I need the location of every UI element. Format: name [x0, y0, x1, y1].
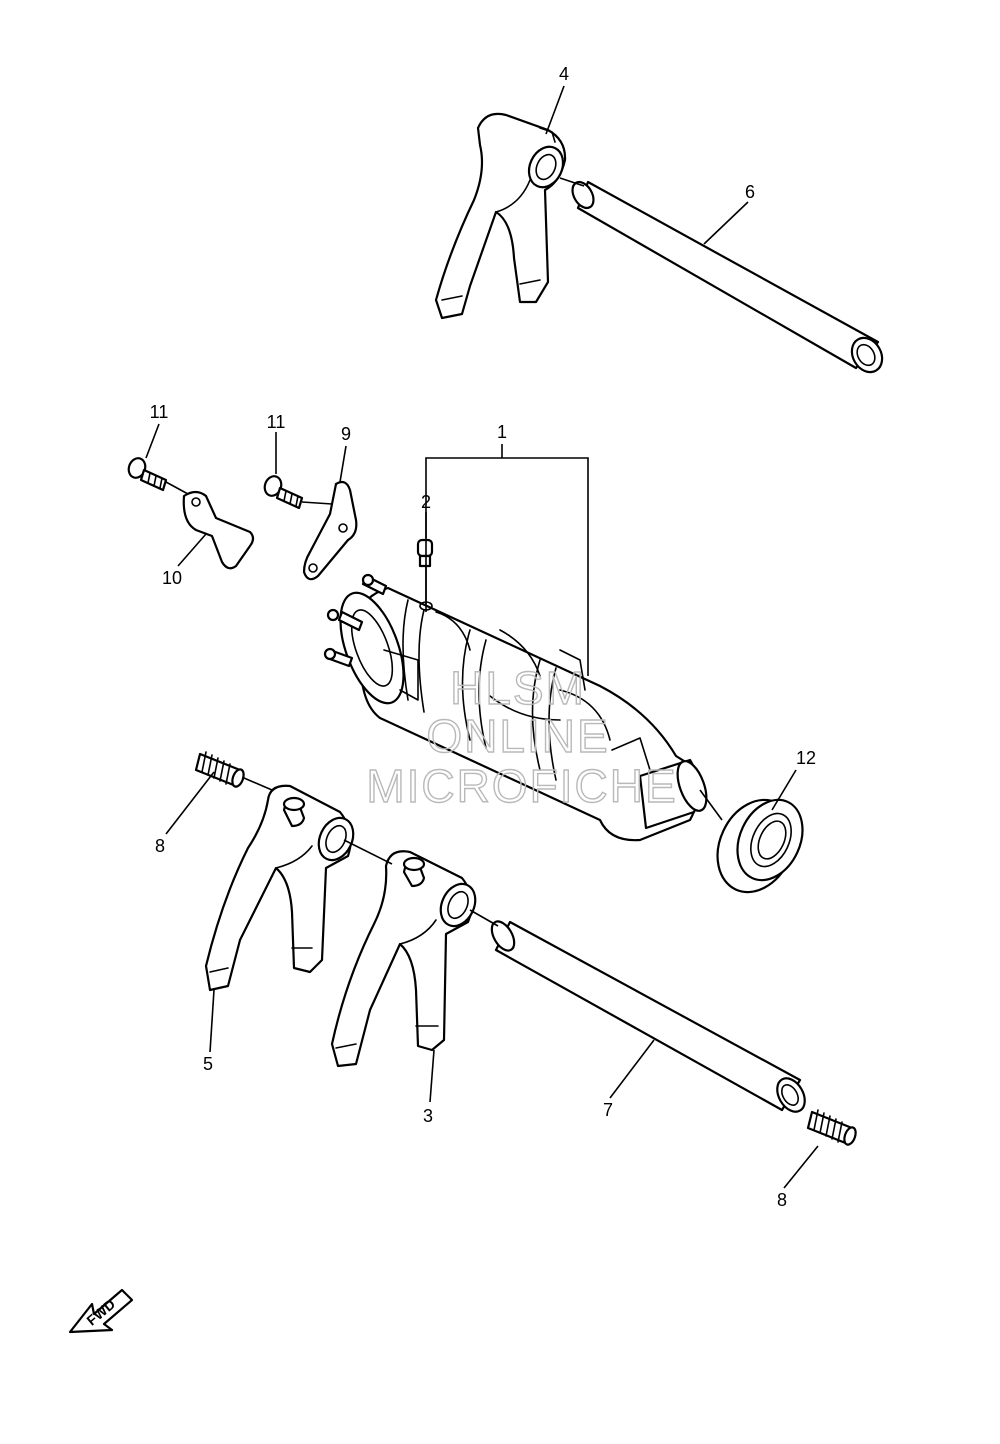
- watermark-line-3: MICROFICHE: [366, 760, 677, 812]
- stopper-plate-9: [302, 480, 358, 581]
- watermark-line-1: HLSM: [450, 662, 586, 714]
- callout-1: 1: [497, 422, 507, 442]
- callout-8-left: 8: [155, 836, 165, 856]
- shift-fork-shaft-upper: [571, 180, 884, 374]
- callout-labels: 4 6 1 2 11 11 9 10 12 8 5 3 7 8: [150, 64, 816, 1210]
- lever-plate-10: [182, 490, 255, 570]
- callout-7: 7: [603, 1100, 613, 1120]
- callout-8-right: 8: [777, 1190, 787, 1210]
- callout-3: 3: [423, 1106, 433, 1126]
- bearing-12: [716, 798, 804, 894]
- callout-5: 5: [203, 1054, 213, 1074]
- shift-fork-5: [204, 784, 355, 992]
- callout-9: 9: [341, 424, 351, 444]
- spring-8-left: [194, 751, 245, 788]
- leader-lines: [145, 85, 819, 1189]
- callout-2: 2: [421, 492, 431, 512]
- callout-11-left: 11: [150, 402, 169, 422]
- callout-6: 6: [745, 182, 755, 202]
- callout-10: 10: [162, 568, 182, 588]
- callout-4: 4: [559, 64, 569, 84]
- callout-11-middle: 11: [267, 412, 286, 432]
- watermark: HLSM ONLINE MICROFICHE: [366, 661, 677, 812]
- shift-fork-upper: [434, 112, 567, 320]
- shift-cam-drum: [323, 573, 708, 842]
- bolt-11-left: [127, 457, 168, 492]
- cam-pin: [416, 538, 434, 568]
- spring-8-right: [806, 1109, 857, 1146]
- bolt-11-middle: [263, 475, 304, 510]
- callout-12: 12: [796, 748, 816, 768]
- shift-fork-3: [330, 850, 477, 1068]
- fwd-arrow-icon: FWD: [68, 1288, 134, 1334]
- watermark-line-2: ONLINE: [426, 710, 609, 762]
- shift-fork-shaft-lower: [490, 920, 806, 1113]
